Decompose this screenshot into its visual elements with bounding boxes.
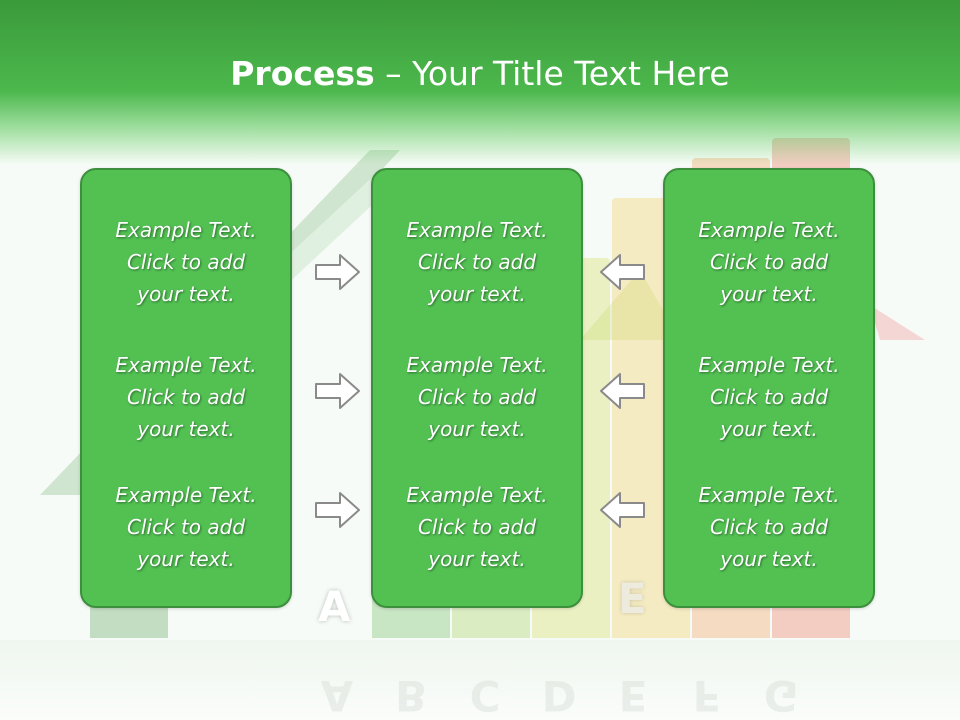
text-placeholder[interactable]: Example Text. Click to add your text. [82, 349, 290, 445]
arrow-right-icon [315, 373, 360, 409]
item-line: your text. [428, 282, 526, 306]
item-line: your text. [137, 282, 235, 306]
item-line: Example Text. [698, 483, 840, 507]
process-box-2[interactable]: Example Text. Click to add your text. Ex… [371, 168, 583, 608]
text-placeholder[interactable]: Example Text. Click to add your text. [373, 479, 581, 575]
item-line: Click to add [126, 250, 246, 274]
reflected-letter: D [541, 671, 577, 720]
title-rest-part: – Your Title Text Here [374, 54, 730, 93]
reflected-letter: G [763, 671, 799, 720]
item-line: your text. [720, 547, 818, 571]
title-bold-part: Process [230, 54, 375, 93]
item-line: your text. [428, 417, 526, 441]
item-line: Example Text. [406, 353, 548, 377]
text-placeholder[interactable]: Example Text. Click to add your text. [665, 214, 873, 310]
text-placeholder[interactable]: Example Text. Click to add your text. [665, 349, 873, 445]
reflected-letter: F [692, 671, 722, 720]
item-line: your text. [137, 547, 235, 571]
item-line: your text. [720, 417, 818, 441]
item-line: your text. [720, 282, 818, 306]
floor-gradient [0, 640, 960, 720]
reflected-letter: C [469, 671, 501, 720]
arrow-left-icon [600, 492, 645, 528]
background-letter-e: E [618, 574, 647, 623]
arrow-left-icon [600, 373, 645, 409]
text-placeholder[interactable]: Example Text. Click to add your text. [373, 214, 581, 310]
process-box-3[interactable]: Example Text. Click to add your text. Ex… [663, 168, 875, 608]
title-banner [0, 0, 960, 165]
item-line: Example Text. [406, 483, 548, 507]
item-line: Click to add [709, 515, 829, 539]
reflected-letter: E [618, 671, 648, 720]
item-line: Click to add [417, 385, 537, 409]
item-line: Click to add [709, 250, 829, 274]
item-line: Click to add [417, 515, 537, 539]
reflected-letter: A [320, 671, 354, 720]
background-letter-a: A [318, 582, 351, 631]
item-line: Click to add [417, 250, 537, 274]
item-line: Example Text. [115, 218, 257, 242]
slide-title[interactable]: Process – Your Title Text Here [0, 52, 960, 96]
arrow-right-icon [315, 254, 360, 290]
arrow-right-icon [315, 492, 360, 528]
item-line: Click to add [126, 515, 246, 539]
reflected-letter: B [394, 671, 427, 720]
text-placeholder[interactable]: Example Text. Click to add your text. [665, 479, 873, 575]
item-line: your text. [137, 417, 235, 441]
item-line: Example Text. [698, 218, 840, 242]
item-line: Click to add [126, 385, 246, 409]
text-placeholder[interactable]: Example Text. Click to add your text. [82, 214, 290, 310]
item-line: Example Text. [698, 353, 840, 377]
item-line: Example Text. [115, 353, 257, 377]
item-line: Example Text. [115, 483, 257, 507]
arrow-left-icon [600, 254, 645, 290]
item-line: your text. [428, 547, 526, 571]
item-line: Example Text. [406, 218, 548, 242]
process-box-1[interactable]: Example Text. Click to add your text. Ex… [80, 168, 292, 608]
item-line: Click to add [709, 385, 829, 409]
text-placeholder[interactable]: Example Text. Click to add your text. [82, 479, 290, 575]
text-placeholder[interactable]: Example Text. Click to add your text. [373, 349, 581, 445]
